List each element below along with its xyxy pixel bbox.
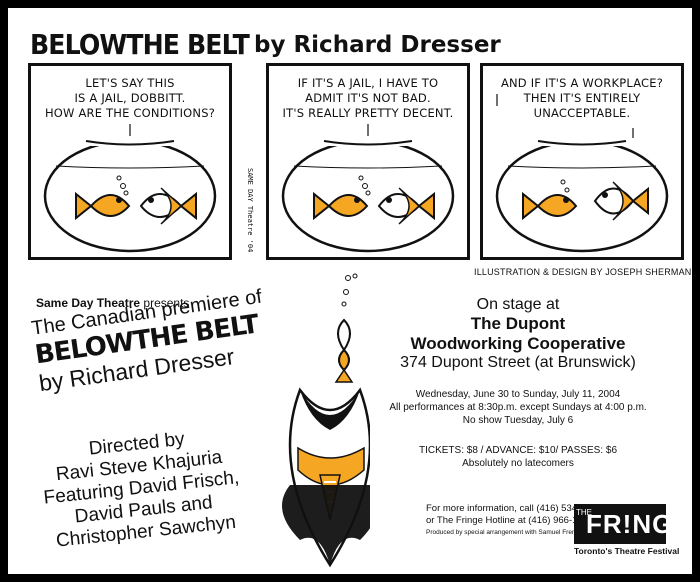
schedule-block: Wednesday, June 30 to Sunday, July 11, 2…	[378, 388, 658, 427]
poster: BELOWTHE BELT by Richard Dresser LET'S S…	[8, 8, 692, 574]
presents-line: Same Day Theatre presents	[36, 296, 189, 310]
fringe-tagline: Toronto's Theatre Festival	[574, 546, 680, 556]
comic-panel-3: AND IF IT'S A WORKPLACE? THEN IT'S ENTIR…	[480, 63, 684, 260]
panel-2-art	[281, 124, 455, 253]
info-phone: For more information, call (416) 534-623…	[426, 503, 602, 514]
fringe-the: THE	[576, 508, 592, 517]
latecomer-note: Absolutely no latecomers	[462, 458, 574, 469]
venue-name-2: Woodworking Cooperative	[410, 334, 626, 353]
title-author: by Richard Dresser	[254, 32, 501, 58]
fringe-hotline: or The Fringe Hotline at (416) 966-1062	[426, 515, 594, 526]
panel-3-speech: AND IF IT'S A WORKPLACE? THEN IT'S ENTIR…	[500, 76, 664, 120]
fringe-wordmark: FR!NGE	[574, 504, 691, 544]
run-dates: Wednesday, June 30 to Sunday, July 11, 2…	[415, 389, 621, 400]
no-show-note: No show Tuesday, July 6	[462, 415, 574, 426]
comic-panel-1: LET'S SAY THIS IS A JAIL, DOBBITT. HOW A…	[28, 63, 232, 260]
performance-times: All performances at 8:30p.m. except Sund…	[389, 402, 647, 413]
venue-block: On stage at The Dupont Woodworking Coope…	[368, 296, 668, 372]
credits-block: Directed by Ravi Steve Khajuria Featurin…	[38, 423, 245, 553]
title-row: BELOWTHE BELT by Richard Dresser	[30, 28, 501, 61]
panel-1-speech: LET'S SAY THIS IS A JAIL, DOBBITT. HOW A…	[44, 76, 216, 120]
fringe-logo: FR!NGE THE Toronto's Theatre Festival	[574, 504, 691, 566]
artist-signature: SAME DAY Theatre '04	[246, 168, 254, 253]
panel-3-art	[495, 94, 669, 253]
illustration-credit: ILLUSTRATION & DESIGN BY JOSEPH SHERMAN	[474, 267, 692, 277]
rights-note: Produced by special arrangement with Sam…	[426, 529, 597, 536]
panel-1-art	[43, 124, 217, 253]
fishbowl-icon	[281, 139, 455, 253]
theatre-company: Same Day Theatre	[36, 296, 141, 310]
presents-word: presents	[143, 296, 190, 310]
fish-swallowing-illustration	[282, 273, 370, 568]
contact-info: For more information, call (416) 534-623…	[426, 503, 601, 539]
on-stage-label: On stage at	[476, 296, 560, 313]
panel-2-speech: IF IT'S A JAIL, I HAVE TO ADMIT IT'S NOT…	[282, 76, 454, 120]
title-main: BELOWTHE BELT	[30, 28, 250, 61]
tickets-block: TICKETS: $8 / ADVANCE: $10/ PASSES: $6 A…	[378, 444, 658, 470]
venue-address: 374 Dupont Street (at Brunswick)	[400, 354, 636, 371]
ticket-prices: TICKETS: $8 / ADVANCE: $10/ PASSES: $6	[418, 445, 618, 456]
fishbowl-icon	[43, 139, 217, 253]
venue-name-1: The Dupont	[470, 314, 566, 333]
fringe-name: FR!NGE	[586, 509, 692, 539]
comic-panel-2: IF IT'S A JAIL, I HAVE TO ADMIT IT'S NOT…	[266, 63, 470, 260]
